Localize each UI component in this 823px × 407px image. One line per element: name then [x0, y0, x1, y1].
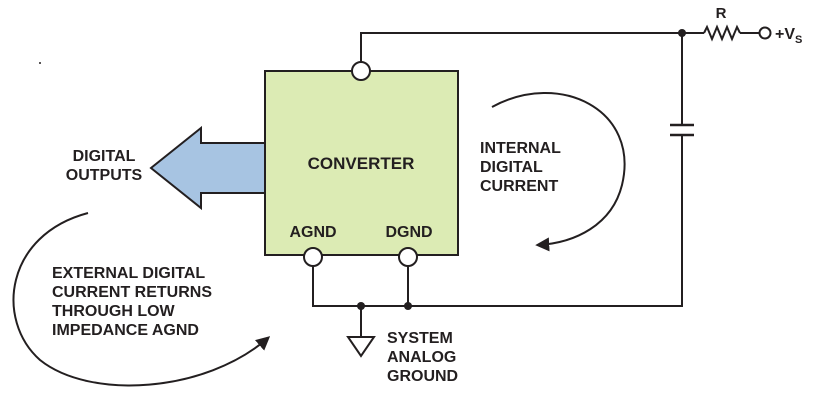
digital-outputs-label-line1: DIGITAL	[73, 148, 136, 165]
ground-symbol	[346, 336, 376, 358]
external-current-label-line2: CURRENT RETURNS	[52, 284, 212, 301]
converter-title: CONVERTER	[308, 154, 415, 173]
ground-label-line3: GROUND	[387, 368, 458, 385]
capacitor	[670, 123, 694, 137]
junction-dots	[357, 29, 686, 310]
ground-return-wire	[312, 135, 683, 307]
agnd-label: AGND	[289, 224, 336, 241]
supply-wire-top	[360, 32, 682, 62]
ground-label-line2: ANALOG	[387, 349, 456, 366]
supply-voltage-main: +V	[775, 26, 795, 43]
external-current-label-line4: IMPEDANCE AGND	[52, 322, 199, 339]
external-current-label-line3: THROUGH LOW	[52, 303, 176, 320]
internal-current-label-line2: DIGITAL	[480, 159, 543, 176]
supply-voltage-subscript: S	[795, 34, 802, 46]
internal-current-arrow	[491, 92, 626, 252]
supply-voltage-label: +VS	[775, 26, 802, 46]
supply-terminal	[758, 26, 772, 40]
dgnd-pin	[398, 247, 418, 267]
digital-outputs-label-line2: OUTPUTS	[66, 167, 143, 184]
supply-pin	[351, 61, 371, 81]
digital-outputs-arrow	[149, 125, 266, 211]
internal-current-label-line1: INTERNAL	[480, 140, 561, 157]
resistor-label: R	[716, 5, 727, 22]
converter-block	[264, 70, 459, 256]
ground-label-line1: SYSTEM	[387, 330, 453, 347]
external-current-arrow	[12, 212, 271, 387]
dgnd-label: DGND	[385, 224, 432, 241]
agnd-pin	[303, 247, 323, 267]
internal-current-label-line3: CURRENT	[480, 178, 558, 195]
stray-dot	[39, 62, 41, 64]
resistor	[703, 24, 741, 42]
external-current-label-line1: EXTERNAL DIGITAL	[52, 265, 205, 282]
